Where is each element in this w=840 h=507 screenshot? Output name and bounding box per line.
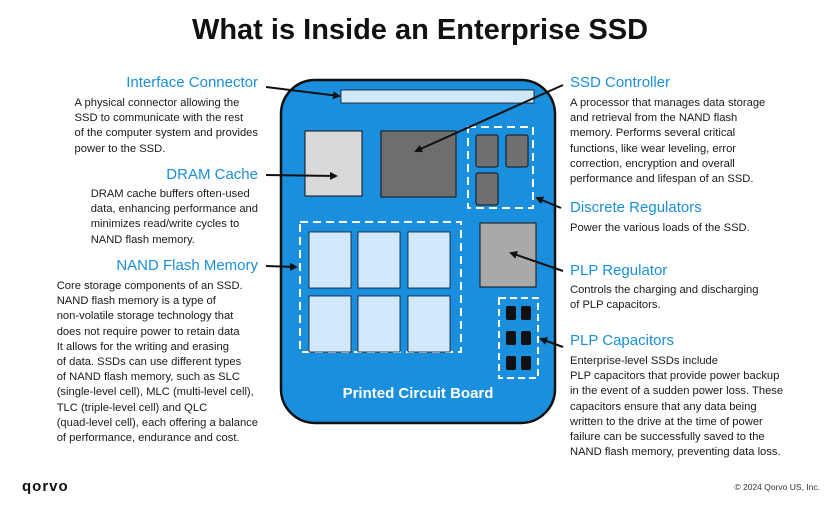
qorvo-logo: qorvo xyxy=(22,478,69,495)
nand-chip xyxy=(357,295,401,353)
regulator-chip xyxy=(475,134,499,168)
desc-line: Enterprise-level SSDs include xyxy=(570,355,718,367)
nand-chip xyxy=(357,231,401,289)
regulators-group xyxy=(467,126,534,209)
desc-line: minimizes read/write cycles to xyxy=(90,218,240,231)
arrow-plp-regulator xyxy=(509,251,564,272)
desc-line: (quad-level cell), each offering a balan… xyxy=(56,416,258,429)
board-label: Printed Circuit Board xyxy=(343,385,494,402)
nand-chip xyxy=(308,295,352,353)
capacitor xyxy=(506,331,516,345)
desc-line: in the event of a sudden power loss. The… xyxy=(570,385,784,398)
capacitor xyxy=(506,356,516,370)
desc-line: (single-level cell), MLC (multi-level ce… xyxy=(56,386,254,399)
heading-interface-connector: Interface Connector xyxy=(126,74,258,91)
heading-dram-cache: DRAM Cache xyxy=(166,166,258,183)
dram-chip xyxy=(304,130,363,197)
arrow-ssd-controller xyxy=(414,84,564,153)
desc-line: of the computer system and provides xyxy=(74,127,258,140)
regulator-chip xyxy=(475,172,499,206)
desc-line: PLP capacitors that provide power backup xyxy=(570,370,780,383)
capacitor xyxy=(521,356,531,370)
desc-plp-capacitors: Enterprise-level SSDs include PLP capaci… xyxy=(570,354,783,460)
desc-line: power to the SSD. xyxy=(74,142,166,155)
capacitor xyxy=(521,331,531,345)
desc-plp-regulator: Controls the charging and discharging of… xyxy=(570,283,758,313)
desc-line: functions, like wear leveling, error xyxy=(570,142,737,155)
desc-line: of NAND flash memory, such as SLC xyxy=(56,371,240,384)
desc-line: performance and lifespan of an SSD. xyxy=(570,173,754,186)
heading-discrete-regulators: Discrete Regulators xyxy=(570,199,702,216)
nand-chip xyxy=(407,295,451,353)
desc-line: of PLP capacitors. xyxy=(570,299,661,312)
desc-line: does not require power to retain data xyxy=(56,325,240,338)
desc-line: written to the drive at the time of powe… xyxy=(570,415,763,428)
page-title: What is Inside an Enterprise SSD xyxy=(191,14,649,46)
desc-line: NAND flash memory. xyxy=(90,233,195,246)
desc-line: of performance, endurance and cost. xyxy=(56,432,240,445)
desc-line: NAND flash memory is a type of xyxy=(56,295,216,308)
arrow-nand-flash xyxy=(265,262,298,271)
desc-line: non-volatile storage technology that xyxy=(56,310,234,323)
arrow-interface-connector xyxy=(265,86,341,100)
heading-plp-capacitors: PLP Capacitors xyxy=(570,332,674,349)
desc-line: TLC (triple-level cell) and QLC xyxy=(56,401,208,414)
desc-line: It allows for the writing and erasing xyxy=(56,340,229,353)
desc-line: and retrieval from the NAND flash xyxy=(570,112,738,125)
capacitors-group xyxy=(498,297,539,379)
capacitor xyxy=(521,306,531,320)
plp-regulator-chip xyxy=(479,222,537,288)
arrow-dram-cache xyxy=(265,171,338,180)
desc-line: A physical connector allowing the xyxy=(74,97,240,109)
copyright: © 2024 Qorvo US, Inc. xyxy=(734,482,820,492)
desc-line: data, enhancing performance and xyxy=(90,203,258,216)
desc-line: memory. Performs several critical xyxy=(570,127,736,140)
arrow-discrete-regulators xyxy=(535,196,562,209)
desc-line: capacitors ensure that any data being xyxy=(570,400,757,413)
capacitor xyxy=(506,306,516,320)
regulator-chip xyxy=(505,134,529,168)
desc-nand-flash-memory: Core storage components of an SSD. NAND … xyxy=(57,279,258,446)
desc-interface-connector: A physical connector allowing the SSD to… xyxy=(75,96,258,157)
heading-plp-regulator: PLP Regulator xyxy=(570,262,668,279)
desc-line: Power the various loads of the SSD. xyxy=(570,222,750,234)
desc-line: A processor that manages data storage xyxy=(570,97,766,109)
interface-connector xyxy=(340,89,535,104)
nand-chip xyxy=(308,231,352,289)
desc-line: correction, encryption and overall xyxy=(570,157,735,170)
heading-nand-flash-memory: NAND Flash Memory xyxy=(116,257,258,274)
desc-line: SSD to communicate with the rest xyxy=(74,112,244,125)
nand-chip xyxy=(407,231,451,289)
desc-dram-cache: DRAM cache buffers often-used data, enha… xyxy=(91,187,258,248)
desc-line: of data. SSDs can use different types xyxy=(56,356,242,369)
controller-chip xyxy=(380,130,457,198)
desc-line: NAND flash memory, preventing data loss. xyxy=(570,446,781,459)
desc-line: Controls the charging and discharging xyxy=(570,284,759,296)
heading-ssd-controller: SSD Controller xyxy=(570,74,671,91)
desc-discrete-regulators: Power the various loads of the SSD. xyxy=(570,221,750,236)
desc-line: DRAM cache buffers often-used xyxy=(90,188,250,200)
desc-ssd-controller: A processor that manages data storage an… xyxy=(570,96,765,187)
arrow-plp-capacitors xyxy=(539,337,564,348)
desc-line: Core storage components of an SSD. xyxy=(56,280,243,292)
desc-line: failure can be successfully saved to the xyxy=(570,431,765,444)
